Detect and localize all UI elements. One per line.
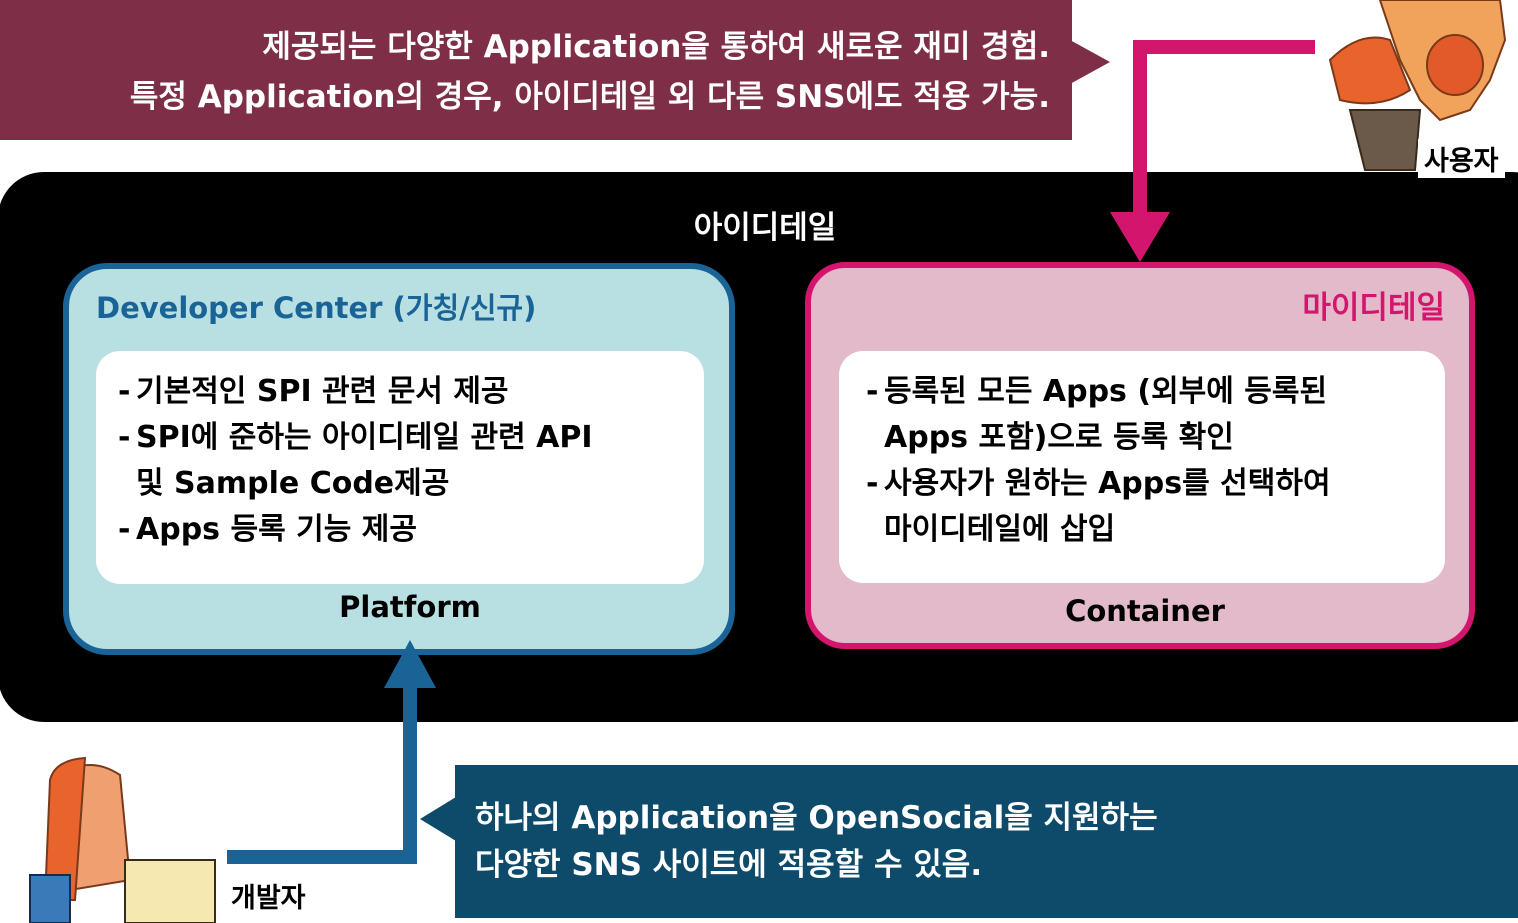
top-callout-line2: 특정 Application의 경우, 아이디테일 외 다른 SNS에도 적용 … bbox=[129, 79, 1050, 115]
container-caption: Container bbox=[1065, 594, 1225, 628]
user-connector-line bbox=[1133, 40, 1315, 215]
developer-label: 개발자 bbox=[231, 883, 306, 914]
platform-item: -기본적인 SPI 관련 문서 제공 bbox=[118, 374, 509, 409]
container-item-continued: Apps 포함)으로 등록 확인 bbox=[884, 420, 1234, 455]
container-list: -등록된 모든 Apps (외부에 등록된 Apps 포함)으로 등록 확인 -… bbox=[866, 369, 1331, 553]
platform-list: -기본적인 SPI 관련 문서 제공 -SPI에 준하는 아이디테일 관련 AP… bbox=[118, 369, 593, 553]
user-arrow-head bbox=[1110, 212, 1170, 262]
top-callout-line1: 제공되는 다양한 Application을 통하여 새로운 재미 경험. bbox=[262, 29, 1050, 65]
user-label: 사용자 bbox=[1418, 139, 1505, 178]
container-item: -등록된 모든 Apps (외부에 등록된 bbox=[866, 374, 1328, 409]
developer-connector-line bbox=[227, 685, 417, 864]
top-callout-pointer bbox=[1070, 40, 1110, 84]
developer-illustration-icon bbox=[29, 756, 216, 923]
container-item-continued: 마이디테일에 삽입 bbox=[884, 512, 1116, 547]
bottom-callout-line1: 하나의 Application을 OpenSocial을 지원하는 bbox=[475, 800, 1158, 836]
platform-title: Developer Center (가칭/신규) bbox=[96, 291, 537, 325]
user-illustration-icon bbox=[1328, 0, 1507, 171]
bottom-callout-pointer bbox=[420, 797, 456, 841]
platform-content-box bbox=[96, 351, 704, 584]
container-title: 마이디테일 bbox=[1302, 290, 1445, 326]
platform-item: -Apps 등록 기능 제공 bbox=[118, 512, 417, 547]
main-title: 아이디테일 bbox=[693, 210, 837, 246]
bottom-callout-line2: 다양한 SNS 사이트에 적용할 수 있음. bbox=[475, 847, 983, 883]
platform-caption: Platform bbox=[339, 590, 481, 624]
container-content-box bbox=[839, 351, 1445, 583]
platform-item-continued: 및 Sample Code제공 bbox=[136, 466, 450, 501]
top-callout: 제공되는 다양한 Application을 통하여 새로운 재미 경험. 특정 … bbox=[0, 0, 1072, 140]
developer-arrow-head bbox=[384, 640, 436, 688]
platform-item: -SPI에 준하는 아이디테일 관련 API bbox=[118, 420, 593, 455]
container-item: -사용자가 원하는 Apps를 선택하여 bbox=[866, 466, 1331, 501]
bottom-callout: 하나의 Application을 OpenSocial을 지원하는 다양한 SN… bbox=[455, 765, 1518, 918]
